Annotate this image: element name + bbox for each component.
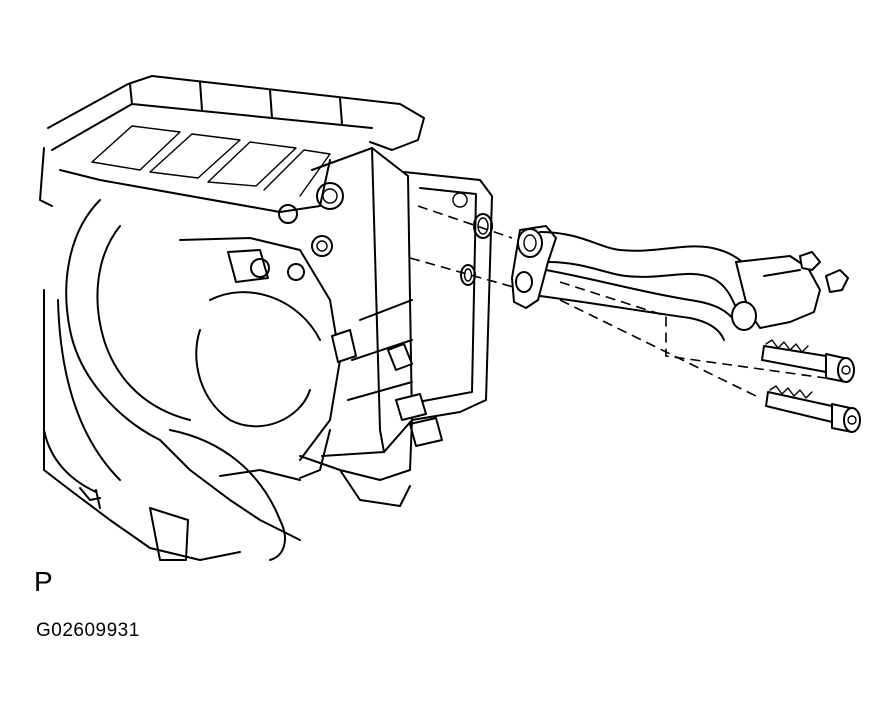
view-letter-label: P [34,566,53,597]
assembly-guide-lines [409,205,841,399]
bolt-upper [761,339,855,383]
heater-water-pipe [511,225,849,341]
o-ring-upper [473,213,493,239]
figure-code-label: G02609931 [36,620,140,641]
o-ring-lower [460,264,476,286]
heater-unit-housing [39,75,493,561]
bolt-lower [765,385,861,433]
